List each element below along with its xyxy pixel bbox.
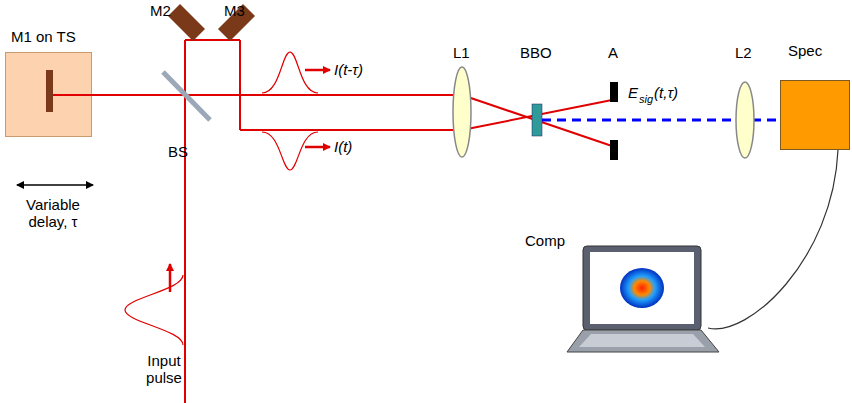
part-label: A: [608, 44, 618, 61]
arrow: [305, 146, 330, 149]
part-label: L1: [453, 44, 470, 61]
double-arrow: [5, 178, 100, 192]
mirror: [46, 70, 53, 112]
part-label: BBO: [520, 44, 552, 61]
part-label: M3: [224, 2, 245, 19]
mirror: [168, 4, 205, 41]
laptop-screen: [583, 246, 701, 330]
arrow: [305, 69, 330, 72]
spectrometer-label: Spec: [788, 42, 822, 59]
stage-box: [5, 52, 92, 137]
pulse: [125, 275, 183, 345]
part-label: I(t-τ): [334, 61, 363, 78]
pulse: [262, 132, 318, 170]
part-label: M2: [150, 2, 171, 19]
trace-image: [620, 268, 664, 308]
arrow: [169, 264, 172, 292]
laptop-keys: [579, 334, 705, 347]
computer-label: Comp: [525, 232, 565, 249]
signal-label: sig: [639, 93, 653, 106]
part-label: Input pulse: [136, 352, 192, 387]
aperture: [610, 140, 618, 160]
mirror: [5, 52, 92, 137]
computer: Comp: [515, 228, 720, 360]
laptop-keyboard: [567, 330, 719, 352]
crystal: [532, 104, 542, 136]
stage-label: M1 on TS: [11, 28, 76, 45]
aperture: [610, 82, 618, 102]
part-label: L2: [735, 44, 752, 61]
pulse: [262, 52, 318, 93]
laptop-icon: [563, 228, 723, 358]
lens: [736, 82, 754, 158]
laptop-display: [590, 252, 694, 324]
spectrometer-box: [780, 80, 850, 150]
translation-stage: M1 on TS Variable delay, τ: [5, 28, 100, 248]
signal-label: E: [628, 84, 638, 101]
part-label: BS: [168, 143, 188, 160]
cable: [708, 150, 838, 329]
double-arrow: [17, 184, 93, 186]
part-label: I(t): [334, 138, 352, 155]
signal-label: (t,τ): [654, 84, 678, 101]
lens: [453, 67, 471, 157]
stage-caption: Variable delay, τ: [13, 196, 93, 231]
beam-splitter: [163, 72, 210, 120]
spectrometer: Spec: [780, 40, 850, 150]
laser-beam: [92, 40, 612, 403]
laser-beam: [53, 94, 92, 96]
